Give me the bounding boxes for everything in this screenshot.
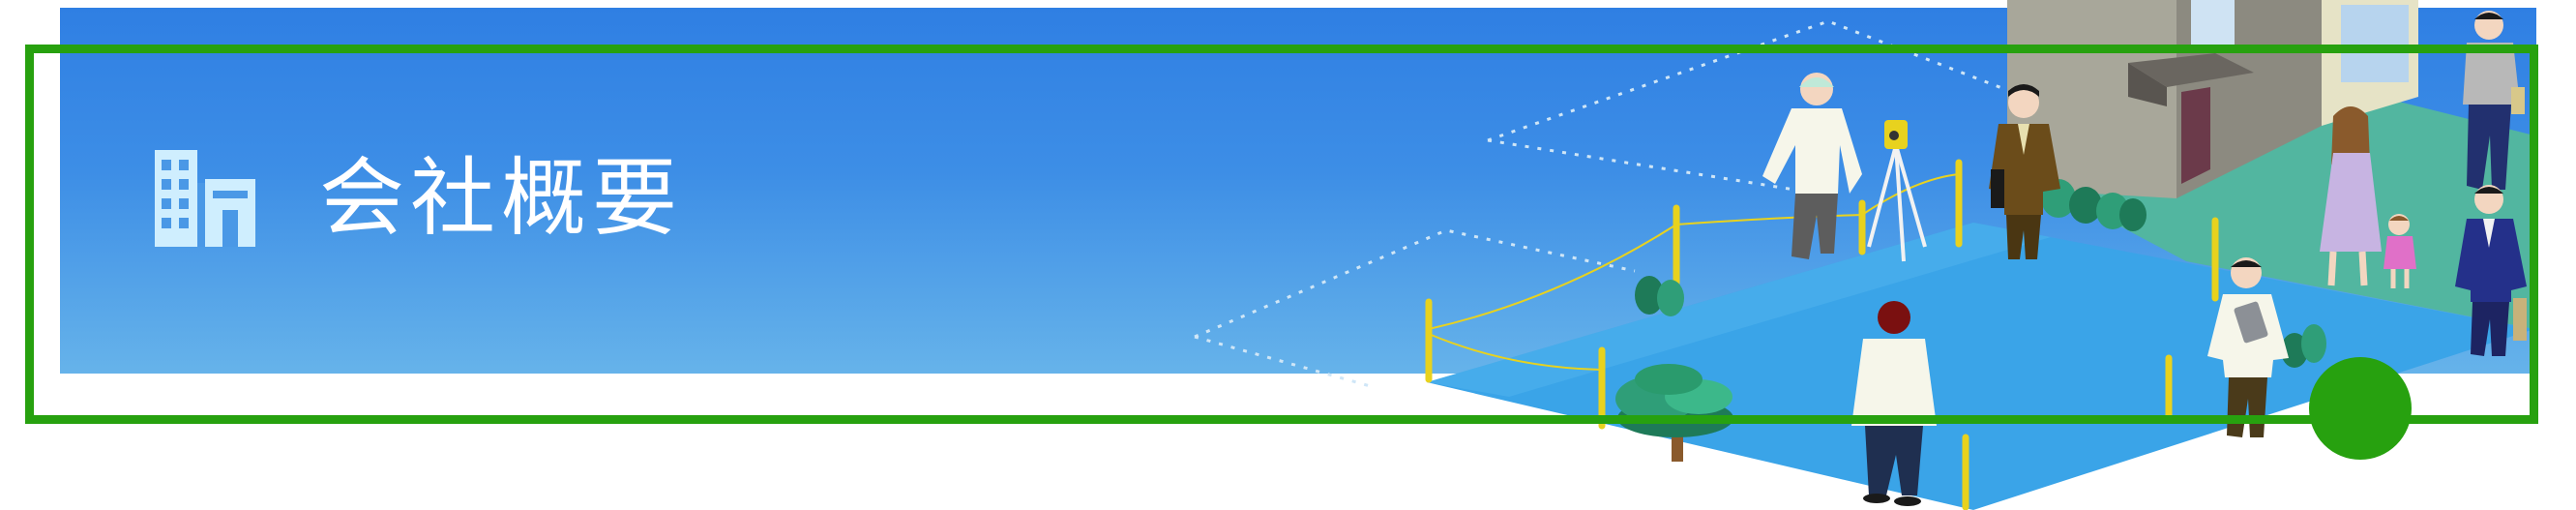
page-header: 会社概要	[155, 145, 683, 252]
man-navy-suit-figure	[2455, 185, 2527, 356]
dotted-guide-lines	[1194, 19, 2013, 389]
woman-with-child-figure	[2320, 106, 2416, 288]
page-title: 会社概要	[319, 148, 684, 248]
bushes	[1635, 276, 2326, 368]
decorative-green-dot	[2309, 357, 2412, 460]
man-with-bag-figure	[2463, 11, 2525, 190]
building-icon	[155, 150, 255, 247]
land-plot-shade	[1427, 223, 2051, 397]
man-brown-suit-figure	[1989, 84, 2060, 259]
boundary-stakes	[1425, 159, 2219, 510]
surveyor-figure	[1762, 73, 1927, 262]
man-back-view-figure	[1851, 301, 1937, 506]
header-frame	[25, 45, 2538, 424]
